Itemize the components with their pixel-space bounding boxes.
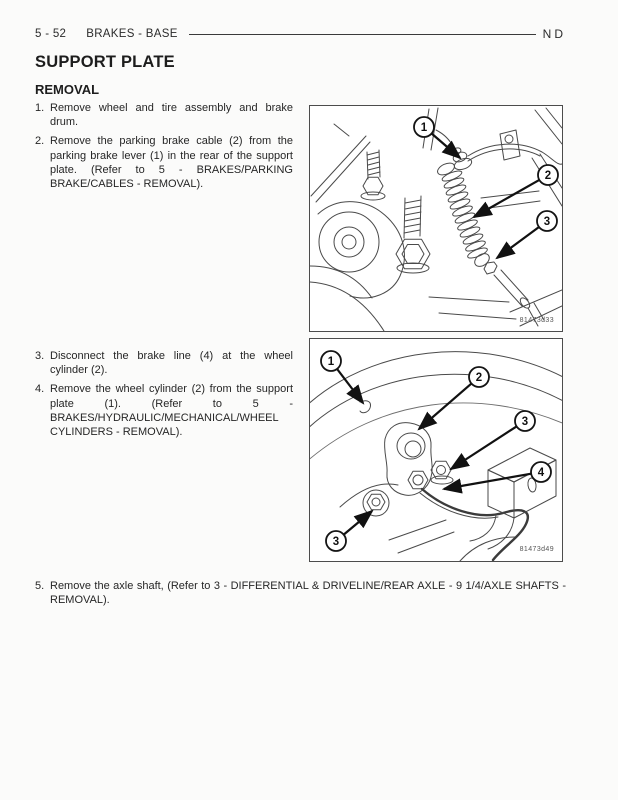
removal-heading: REMOVAL <box>35 82 100 97</box>
step-text: Remove the axle shaft, (Refer to 3 - DIF… <box>50 580 566 607</box>
page-title: SUPPORT PLATE <box>35 53 175 71</box>
step-text: Disconnect the brake line (4) at the whe… <box>50 350 293 377</box>
brake-drum-arcs <box>310 351 562 428</box>
callout-3-badge: 3 <box>449 410 536 471</box>
mounting-bolt-right <box>430 460 454 485</box>
brake-line <box>419 487 529 561</box>
callout-3b-badge: 3 <box>325 509 374 552</box>
svg-text:1: 1 <box>421 122 428 134</box>
section-title: BRAKES - BASE <box>86 28 178 40</box>
mounting-bolt-lower-left <box>362 489 390 517</box>
steps-block-1: 1. Remove wheel and tire assembly and br… <box>35 101 293 196</box>
hex-bolt-upper <box>360 149 386 201</box>
step-text: Remove the parking brake cable (2) from … <box>50 135 293 191</box>
callout-2-badge: 2 <box>472 164 559 219</box>
cable-hook <box>359 400 371 414</box>
step-number: 4. <box>35 383 45 396</box>
figure-id-label: 81473d33 <box>520 317 554 324</box>
svg-text:4: 4 <box>538 467 545 479</box>
step-number: 2. <box>35 135 45 148</box>
backing-plate-lines <box>339 483 516 561</box>
step-item-1: 1. Remove wheel and tire assembly and br… <box>35 101 293 129</box>
parking-brake-cable-art: 1 2 3 81473d33 <box>310 107 562 331</box>
hex-bolt-lower <box>395 195 431 274</box>
figure-wheel-cylinder: 1 2 3 4 3 81473d49 <box>309 338 563 562</box>
support-plate-line-art <box>310 107 562 331</box>
step-text: Remove the wheel cylinder (2) from the s… <box>50 383 293 439</box>
svg-text:2: 2 <box>545 170 551 182</box>
step-number: 1. <box>35 102 45 114</box>
edition-code: ND <box>542 27 566 41</box>
page-number: 5 - 52 <box>35 28 67 40</box>
steps-block-3: 5. Remove the axle shaft, (Refer to 3 - … <box>35 579 566 612</box>
inner-arc <box>310 402 562 460</box>
step-item-4: 4. Remove the wheel cylinder (2) from th… <box>35 382 293 439</box>
svg-text:3: 3 <box>544 216 550 228</box>
callout-1-badge: 1 <box>320 350 365 405</box>
steps-block-2: 3. Disconnect the brake line (4) at the … <box>35 349 293 444</box>
page-header: 5 - 52 BRAKES - BASE ND <box>35 27 566 41</box>
header-rule <box>188 33 536 35</box>
svg-text:1: 1 <box>328 356 335 368</box>
figure-id-label: 81473d49 <box>520 546 554 553</box>
svg-text:3: 3 <box>522 416 528 428</box>
callout-2-badge: 2 <box>417 366 490 431</box>
step-text: Remove wheel and tire assembly and brake… <box>50 102 293 129</box>
step-number: 3. <box>35 350 45 362</box>
svg-text:2: 2 <box>476 372 482 384</box>
wheel-cylinder-art: 1 2 3 4 3 81473d49 <box>310 350 562 561</box>
step-item-5: 5. Remove the axle shaft, (Refer to 3 - … <box>35 579 566 607</box>
step-item-3: 3. Disconnect the brake line (4) at the … <box>35 349 293 377</box>
callout-4-badge: 4 <box>441 461 552 494</box>
wheel-cylinder-body <box>384 422 433 496</box>
step-number: 5. <box>35 580 45 592</box>
step-item-2: 2. Remove the parking brake cable (2) fr… <box>35 134 293 191</box>
figure-parking-brake-cable: 1 2 3 81473d33 <box>309 105 563 332</box>
svg-text:3: 3 <box>333 536 339 548</box>
callout-1-badge: 1 <box>413 116 462 160</box>
callout-3-badge: 3 <box>495 210 558 260</box>
